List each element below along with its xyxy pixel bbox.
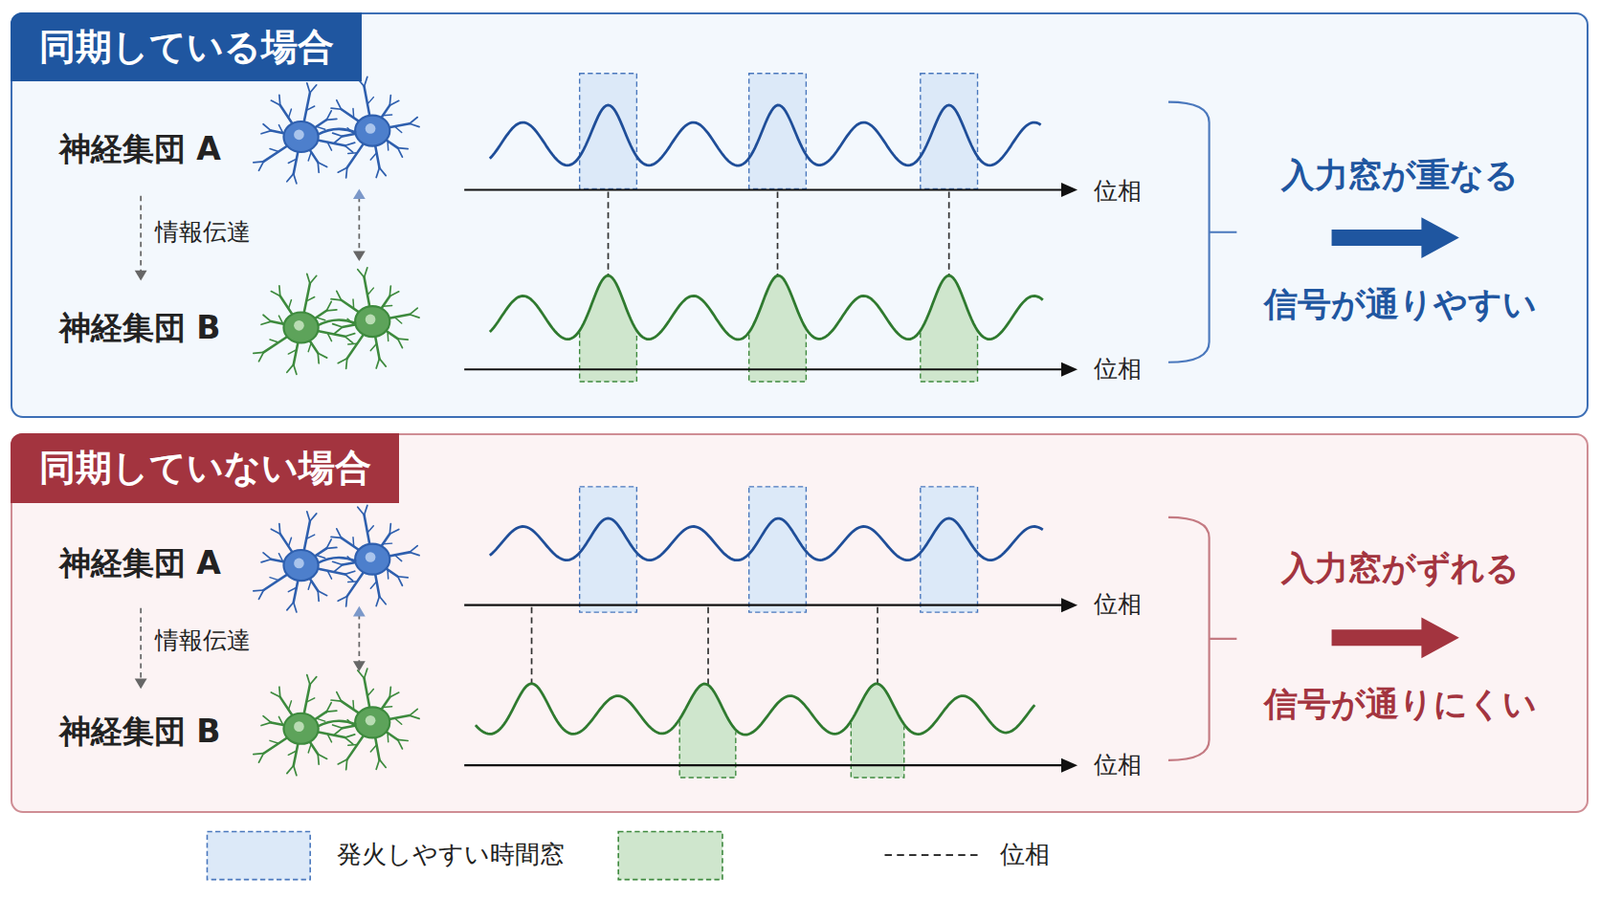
population-label: 神経集団 B xyxy=(59,310,222,347)
phase-marker xyxy=(948,192,951,276)
arrowhead xyxy=(353,250,366,262)
population-label: 神経集団 A xyxy=(59,131,222,168)
neuron-icon xyxy=(253,675,356,777)
axis-label: 位相 xyxy=(1093,177,1142,205)
window-outline xyxy=(679,721,736,778)
result-label: 入力窓が重なる xyxy=(1281,155,1519,195)
phase-marker xyxy=(531,607,534,685)
window-outline xyxy=(579,333,638,382)
wave-b xyxy=(475,684,1035,735)
axis-arrowhead xyxy=(1061,362,1078,378)
phase-marker xyxy=(707,607,710,686)
window-outline xyxy=(850,723,904,778)
arrowhead xyxy=(353,188,366,200)
wave-a xyxy=(489,518,1044,561)
firing-window xyxy=(749,73,807,190)
axis-label: 位相 xyxy=(1093,591,1142,619)
wave-b xyxy=(489,275,1044,340)
phase-axis xyxy=(464,368,1066,371)
neuron-icon xyxy=(331,76,420,178)
result-label: 信号が通りにくい xyxy=(1264,685,1537,724)
legend-text: 発火しやすい時間窓 xyxy=(336,841,565,869)
result-arrow xyxy=(1332,217,1460,259)
panel-heading: 同期している場合 xyxy=(10,12,363,83)
firing-window xyxy=(749,487,807,613)
transmission-arrow xyxy=(139,196,142,273)
firing-window-green xyxy=(850,684,904,778)
neuron-icon xyxy=(331,505,420,607)
window-outline xyxy=(920,333,978,382)
transmission-arrow xyxy=(357,614,360,664)
phase-marker xyxy=(607,192,610,276)
axis-arrowhead xyxy=(1061,758,1078,774)
wave-a xyxy=(489,105,1042,166)
firing-window-green xyxy=(679,684,736,778)
transmission-label: 情報伝達 xyxy=(155,219,251,246)
neuron-icon xyxy=(253,273,356,375)
firing-window-green xyxy=(579,275,638,382)
legend-swatch-green xyxy=(618,832,723,881)
firing-window-green xyxy=(749,275,807,382)
arrowhead xyxy=(353,661,366,672)
phase-marker xyxy=(876,607,879,685)
population-label: 神経集団 B xyxy=(59,713,222,751)
phase-marker xyxy=(777,192,779,277)
firing-window-green xyxy=(920,275,978,382)
neuron-icon xyxy=(253,83,356,184)
window-outline xyxy=(749,331,807,382)
result-label: 信号が通りやすい xyxy=(1264,285,1537,324)
transmission-label: 情報伝達 xyxy=(155,627,251,655)
panel-heading: 同期していない場合 xyxy=(10,433,400,504)
axis-arrowhead xyxy=(1061,182,1078,198)
population-label: 神経集団 A xyxy=(59,545,222,582)
phase-axis xyxy=(464,604,1066,607)
axis-label: 位相 xyxy=(1093,752,1142,779)
phase-axis xyxy=(464,188,1066,191)
neuron-icon xyxy=(331,668,420,771)
firing-window xyxy=(579,73,638,190)
neuron-icon xyxy=(331,267,420,370)
neuron-icon xyxy=(253,511,356,613)
phase-axis xyxy=(464,764,1066,767)
transmission-arrow xyxy=(357,197,360,254)
bracket xyxy=(1168,102,1237,363)
legend-swatch xyxy=(206,832,311,881)
firing-window xyxy=(920,73,978,190)
arrowhead xyxy=(134,270,148,282)
firing-window xyxy=(579,487,638,613)
arrowhead xyxy=(353,606,366,618)
result-label: 入力窓がずれる xyxy=(1281,549,1520,588)
legend-text: 位相 xyxy=(1000,841,1050,869)
bracket xyxy=(1168,517,1237,761)
transmission-arrow xyxy=(139,608,142,682)
arrowhead xyxy=(134,678,148,689)
firing-window xyxy=(920,487,978,613)
axis-label: 位相 xyxy=(1093,355,1142,383)
axis-arrowhead xyxy=(1061,598,1078,613)
legend-line-sample xyxy=(885,854,978,857)
result-arrow xyxy=(1332,617,1460,659)
